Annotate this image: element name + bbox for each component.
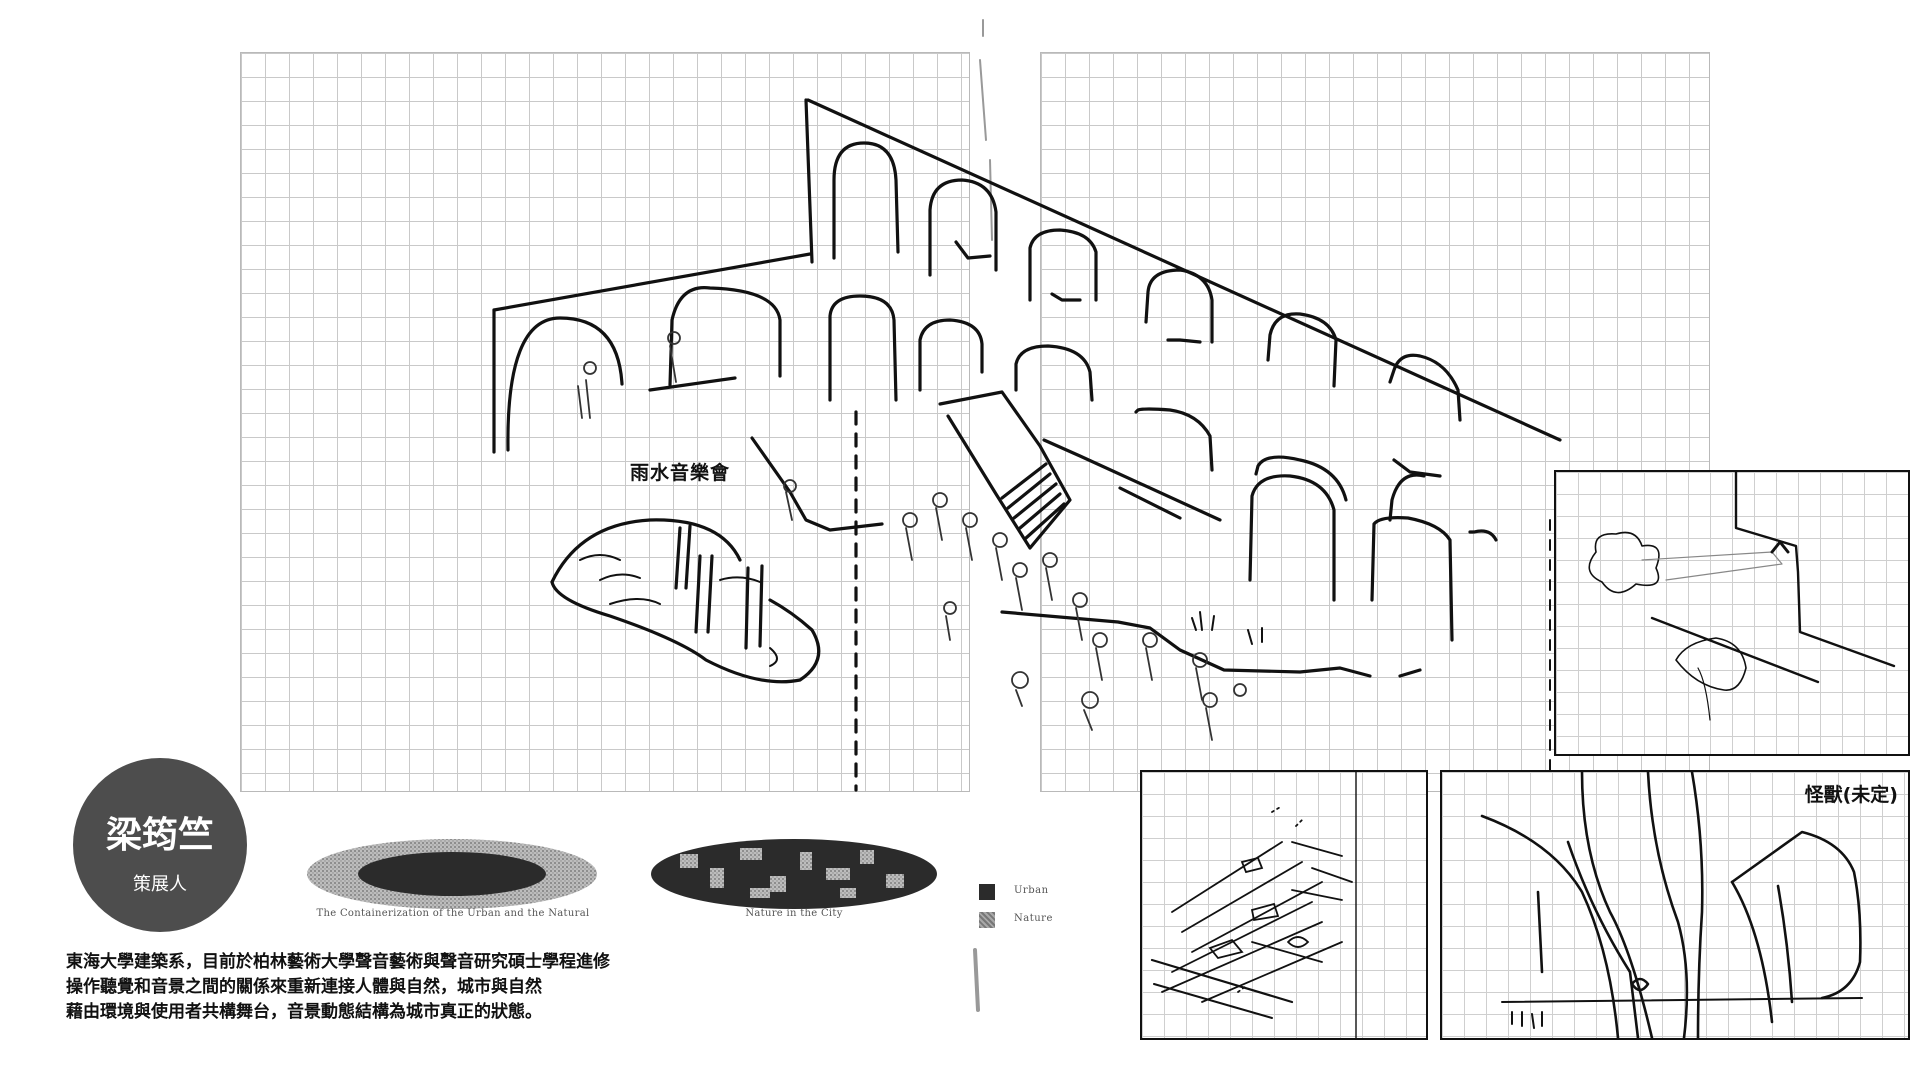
monster-sketch	[1480, 772, 1863, 1038]
lower-arches	[1248, 474, 1498, 642]
nature-patches	[680, 848, 904, 898]
nature-city-ellipse-diagram	[651, 839, 937, 909]
inset-panel-lamp	[1554, 470, 1910, 756]
terrace-sketch	[1150, 772, 1357, 1038]
grid-paper-left	[240, 52, 970, 792]
middle-arches	[506, 286, 1426, 522]
description-line: 東海大學建築系，目前於柏林藝術大學聲音藝術與聲音研究碩士學程進修	[66, 952, 610, 972]
description-line: 藉由環境與使用者共構舞台，音景動態結構為城市真正的狀態。	[66, 1002, 542, 1022]
curator-name: 梁筠竺	[105, 815, 214, 856]
urban-natural-caption: The Containerization of the Urban and th…	[316, 908, 590, 919]
inset-panel-terrace	[1140, 770, 1428, 1040]
tape-marks	[973, 19, 993, 1012]
rain-concert-label: 雨水音樂會	[630, 462, 731, 484]
legend-urban-swatch	[979, 884, 995, 900]
curator-badge: 梁筠竺 策展人	[73, 758, 247, 932]
stairway	[938, 390, 1222, 550]
reeds	[1191, 611, 1263, 645]
legend-urban-label: Urban	[1014, 885, 1049, 896]
legend-nature-swatch	[979, 912, 995, 928]
curator-description: 東海大學建築系，目前於柏林藝術大學聲音藝術與聲音研究碩士學程進修 操作聽覺和音景…	[66, 950, 610, 1025]
urban-natural-ellipse-diagram	[307, 839, 597, 909]
inset-panel-monster: 怪獸(未定)	[1440, 770, 1910, 1040]
walkways	[750, 436, 1422, 678]
upper-arches	[832, 141, 1462, 478]
description-line: 操作聽覺和音景之間的關係來重新連接人體與自然，城市與自然	[66, 977, 542, 997]
crowd-sketch	[577, 331, 1247, 741]
legend-nature-label: Nature	[1014, 913, 1053, 924]
building-outline	[492, 98, 1562, 454]
monster-label: 怪獸(未定)	[1804, 784, 1898, 806]
nature-city-caption: Nature in the City	[745, 908, 843, 919]
urban-core	[358, 852, 546, 896]
rain-concert-pool	[550, 518, 821, 684]
lamp-sketch	[1588, 472, 1896, 721]
curator-role: 策展人	[133, 874, 187, 895]
